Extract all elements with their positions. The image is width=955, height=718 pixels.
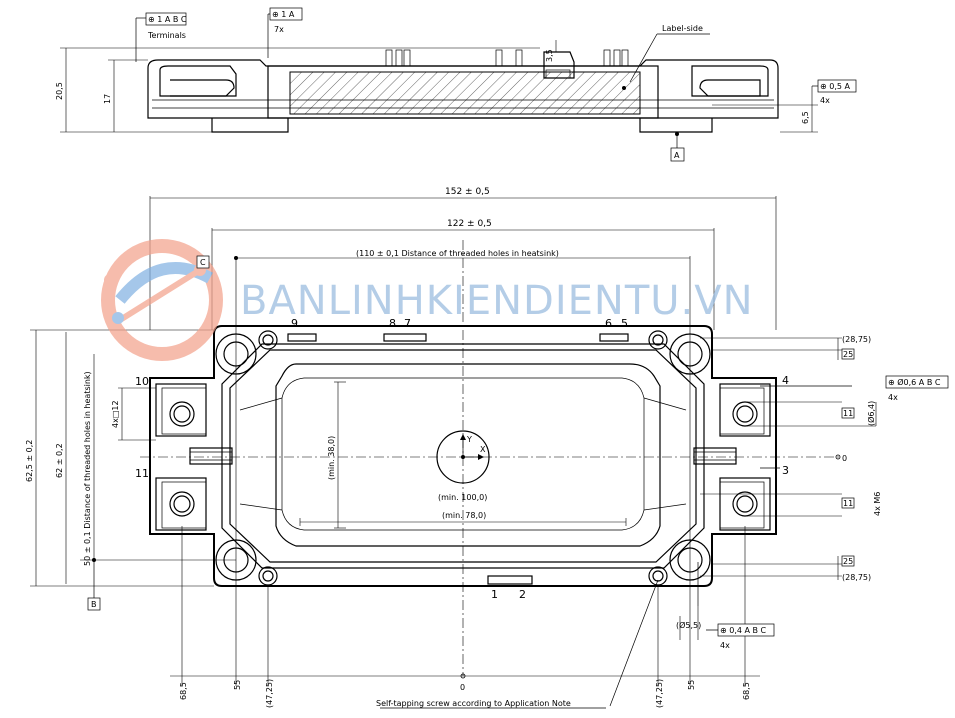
datum-a: A: [674, 151, 680, 160]
dim-68-5-left: 68,5: [179, 682, 188, 700]
axis-y: Y: [466, 435, 472, 444]
pin-6: 6: [605, 317, 612, 330]
dim-110: (110 ± 0,1 Distance of threaded holes in…: [356, 249, 559, 258]
side-frame-top: ⊕ 1 A: [272, 10, 295, 19]
signal-pins: [287, 333, 629, 585]
pin-4: 4: [782, 374, 789, 387]
side-view: ⊕ 1 A B C Terminals ⊕ 1 A 7x Label-side …: [55, 7, 857, 162]
pin-10: 10: [135, 375, 149, 388]
datum-c: C: [200, 258, 206, 267]
screw-holes: [258, 330, 668, 586]
left-power-terminals: [155, 383, 233, 531]
dim-100: (min. 100,0): [438, 493, 487, 502]
dim-11-b: 11: [843, 499, 853, 508]
dim-0-bottom: 0: [460, 683, 465, 692]
dim-62: 62 ± 0,2: [55, 443, 64, 478]
dim-17: 17: [103, 94, 112, 104]
side-count-4x: 4x: [820, 96, 830, 105]
label-marker: [622, 86, 626, 90]
side-frame-terminals: ⊕ 1 A B C: [148, 15, 187, 24]
pin-2: 2: [519, 588, 526, 601]
side-terminals: [385, 49, 629, 67]
terminals-label: Terminals: [147, 31, 186, 40]
dim-78: (min. 78,0): [442, 511, 486, 520]
frame-phi04: ⊕ 0,4 A B C: [720, 626, 767, 635]
dim-50: 50 ± 0,1 Distance of threaded holes in h…: [83, 371, 92, 566]
side-count-7x: 7x: [274, 25, 284, 34]
dim-47-25-left: (47,25): [265, 679, 274, 708]
pin-5: 5: [621, 317, 628, 330]
dim-phi6-4: (Ø6,4): [866, 401, 876, 426]
dim-25-top: 25: [843, 350, 853, 359]
dim-6-5: 6,5: [801, 111, 810, 124]
dim-28-75-bot: (28,75): [842, 573, 871, 582]
watermark-text: BANLINHKIENDIENTU.VN: [240, 278, 754, 324]
pin-1: 1: [491, 588, 498, 601]
dim-25-bot: 25: [843, 557, 853, 566]
count-4x-b: 4x: [720, 641, 730, 650]
label-side-text: Label-side: [662, 24, 703, 33]
dim-55-right: 55: [687, 680, 696, 690]
center-circle: [436, 430, 490, 484]
datum-b: B: [91, 600, 97, 609]
dim-122: 122 ± 0,5: [447, 219, 492, 229]
dim-47-25-right: (47,25): [655, 679, 664, 708]
count-4x-a: 4x: [888, 393, 898, 402]
dim-0: 0: [842, 454, 847, 463]
dim-38: (min. 38,0): [327, 436, 336, 480]
m6-thread: 4x M6: [873, 492, 882, 516]
pin-9: 9: [291, 317, 298, 330]
dim-phi5-5: (Ø5,5): [676, 620, 701, 630]
pin-11: 11: [135, 467, 149, 480]
dim-3-5: 3,5: [545, 49, 554, 62]
pin-8: 8: [389, 317, 396, 330]
screw-note: Self-tapping screw according to Applicat…: [376, 699, 571, 708]
dim-55-left: 55: [233, 680, 242, 690]
pin-3: 3: [782, 464, 789, 477]
dim-68-5-right: 68,5: [742, 682, 751, 700]
pin-7: 7: [404, 317, 411, 330]
watermark-logo: [101, 239, 223, 361]
frame-phi06: ⊕ Ø0,6 A B C: [888, 377, 941, 387]
dim-28-75-top: (28,75): [842, 335, 871, 344]
dim-20-5: 20,5: [55, 82, 64, 100]
dim-11-a: 11: [843, 409, 853, 418]
module-outline: [149, 325, 777, 587]
top-view-text: 152 ± 0,5 122 ± 0,5 (110 ± 0,1 Distance …: [25, 187, 949, 708]
dim-4x12: 4x□12: [111, 400, 120, 428]
side-frame-right: ⊕ 0,5 A: [820, 82, 851, 91]
dim-62-5: 62,5 ± 0,2: [25, 440, 34, 482]
axis-x: X: [480, 445, 486, 454]
dim-152: 152 ± 0,5: [445, 187, 490, 197]
